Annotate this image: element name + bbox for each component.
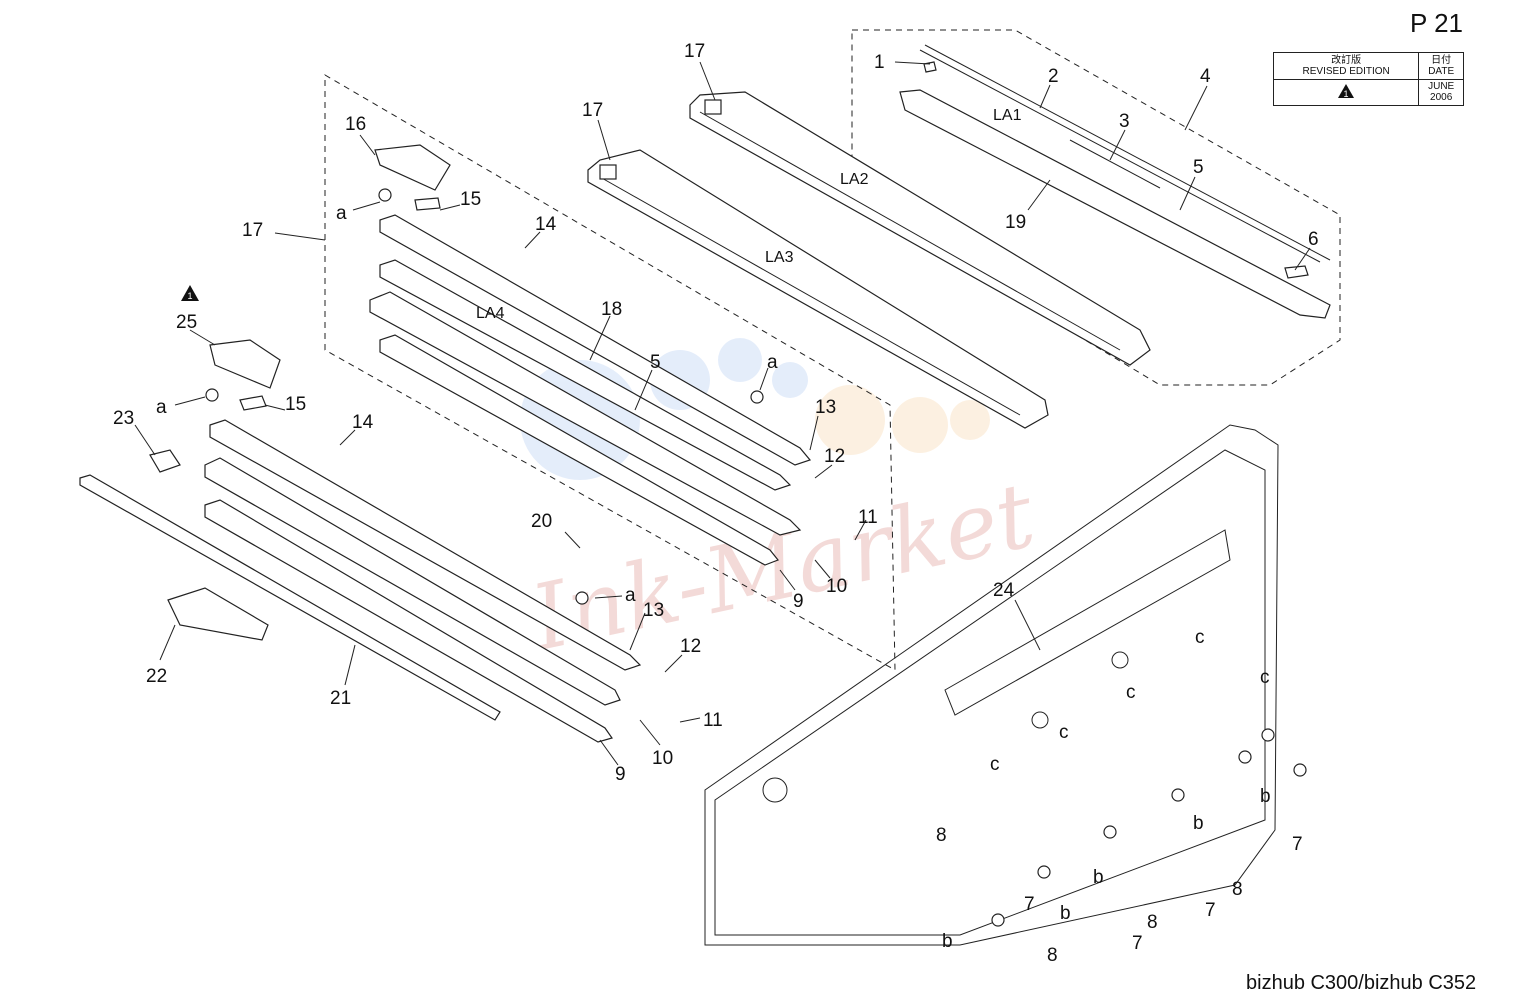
callout-1: 1	[874, 52, 885, 73]
machine-frame	[704, 424, 1279, 946]
svg-text:1: 1	[187, 291, 192, 301]
callout-2: 2	[1048, 66, 1059, 87]
callout-13-b: 13	[643, 600, 664, 621]
callout-c-3: c	[1059, 722, 1069, 743]
callout-9-b: 9	[615, 764, 626, 785]
callout-b-2: b	[1193, 813, 1204, 834]
callout-c-2: c	[1126, 682, 1136, 703]
callout-a-4: a	[625, 585, 636, 606]
callout-7-c: 7	[1132, 933, 1143, 954]
callout-11-b: 11	[703, 710, 723, 731]
callout-10-a: 10	[826, 576, 847, 597]
callout-15-b: 15	[285, 394, 306, 415]
callout-6: 6	[1308, 229, 1319, 250]
callout-c-4: c	[990, 754, 1000, 775]
callout-17-c: 17	[242, 220, 263, 241]
revision-table: 改訂版 REVISED EDITION 日付 DATE 1 JUNE 2006	[1272, 52, 1464, 106]
callout-a-3: a	[156, 397, 167, 418]
label-la3: LA3	[765, 249, 794, 266]
callout-17-b: 17	[582, 100, 603, 121]
callout-24: 24	[993, 580, 1015, 601]
label-la1: LA1	[993, 107, 1022, 124]
callout-8-c: 8	[1047, 945, 1058, 966]
callout-13-a: 13	[815, 397, 836, 418]
callout-a-2: a	[767, 352, 778, 373]
revision-mark: 1	[1272, 78, 1420, 106]
callout-12-a: 12	[824, 446, 845, 467]
callout-a-1: a	[336, 203, 347, 224]
callout-8-a: 8	[1232, 879, 1243, 900]
label-la2: LA2	[840, 171, 869, 188]
callout-b-1: b	[1260, 786, 1271, 807]
callout-12-b: 12	[680, 636, 701, 657]
callout-17-a: 17	[684, 41, 705, 62]
callout-3: 3	[1119, 111, 1130, 132]
group-frame-middle	[324, 74, 896, 671]
label-la4: LA4	[476, 305, 505, 322]
callout-b-4: b	[1060, 903, 1071, 924]
callout-11-a: 11	[858, 507, 878, 528]
callout-10-b: 10	[652, 748, 673, 769]
callout-9-a: 9	[793, 591, 804, 612]
callout-4: 4	[1200, 66, 1211, 87]
rail-la2	[689, 91, 1151, 366]
callout-18: 18	[601, 299, 622, 320]
callout-22: 22	[146, 666, 167, 687]
leader-lines	[134, 61, 1311, 766]
callout-5-top: 5	[1193, 157, 1204, 178]
callout-21: 21	[330, 688, 351, 709]
callout-23: 23	[113, 408, 134, 429]
rail-la3	[587, 149, 1049, 429]
rail-la1	[899, 44, 1331, 319]
callout-5-mid: 5	[650, 352, 661, 373]
callout-20: 20	[531, 511, 552, 532]
callout-b-3: b	[1093, 867, 1104, 888]
warning-triangle-icon: 1	[1338, 83, 1355, 99]
callout-14-a: 14	[535, 214, 557, 235]
callout-25: 25	[176, 312, 197, 333]
callout-7-b: 7	[1205, 900, 1216, 921]
callout-7-a: 7	[1292, 834, 1303, 855]
page-number: P 21	[1410, 8, 1464, 38]
rail-la4	[369, 144, 812, 566]
screws	[205, 188, 1307, 927]
svg-text:1: 1	[1344, 89, 1349, 99]
rail-lower	[79, 339, 642, 743]
warning-triangle-icon: 1	[181, 285, 199, 301]
revision-date: JUNE 2006	[1418, 78, 1464, 106]
callout-16: 16	[345, 114, 366, 135]
group-frame-top-right	[851, 29, 1341, 386]
part-callouts: 1 2 3 4 5 6 19 LA1 LA2 LA3 LA4 17 17 17 …	[113, 41, 1319, 966]
model-footer: bizhub C300/bizhub C352	[1246, 972, 1477, 994]
callout-c-1: c	[1195, 627, 1205, 648]
callout-b-5: b	[942, 931, 953, 952]
callout-8-d: 8	[936, 825, 947, 846]
callout-14-b: 14	[352, 412, 374, 433]
callout-19: 19	[1005, 212, 1026, 233]
callout-15-a: 15	[460, 189, 481, 210]
callout-8-b: 8	[1147, 912, 1158, 933]
callout-7-d: 7	[1024, 894, 1035, 915]
callout-c-5: c	[1260, 667, 1270, 688]
